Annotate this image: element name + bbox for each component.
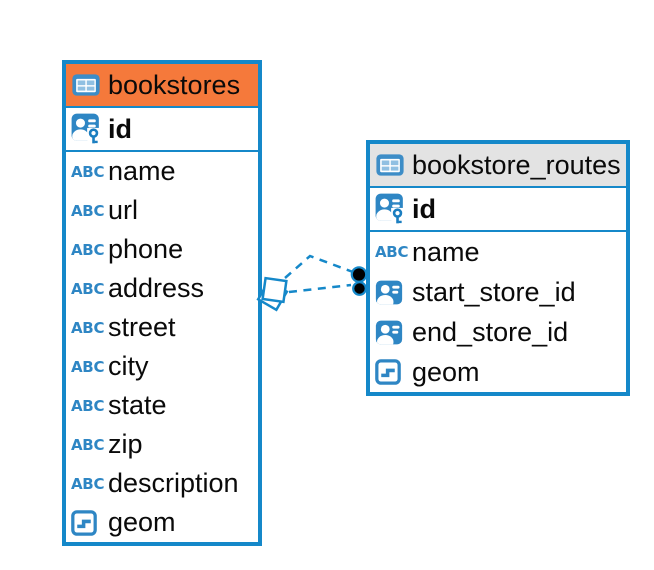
column-row-address[interactable]: ABC address <box>66 269 258 308</box>
column-name: street <box>108 312 176 342</box>
relation-endpoint-dot-lower <box>352 281 367 296</box>
column-name: name <box>108 156 176 186</box>
table-bookstore-routes-header[interactable]: bookstore_routes <box>370 144 626 188</box>
text-type-icon: ABC <box>71 201 105 220</box>
column-name: description <box>108 468 239 498</box>
column-name: start_store_id <box>412 276 576 307</box>
primary-key-name: id <box>108 113 132 144</box>
column-row-zip[interactable]: ABC zip <box>66 425 258 464</box>
column-row-city[interactable]: ABC city <box>66 347 258 386</box>
column-row-url[interactable]: ABC url <box>66 191 258 230</box>
column-row-description[interactable]: ABC description <box>66 464 258 503</box>
column-list: ABC name ABC url ABC phone ABC address A… <box>66 152 258 542</box>
column-name: phone <box>108 234 184 264</box>
column-row-geom[interactable]: geom <box>370 352 626 392</box>
column-row-start-store-id[interactable]: start_store_id <box>370 272 626 312</box>
table-title: bookstore_routes <box>412 149 621 180</box>
text-type-icon: ABC <box>71 279 105 298</box>
relation-group[interactable] <box>256 254 368 312</box>
text-type-icon: ABC <box>71 318 105 337</box>
column-row-name[interactable]: ABC name <box>370 232 626 272</box>
column-name: end_store_id <box>412 316 569 347</box>
primary-key-row[interactable]: id <box>370 188 626 232</box>
column-row-geom[interactable]: geom <box>66 503 258 542</box>
table-bookstores-header[interactable]: bookstores <box>66 64 258 108</box>
column-name: name <box>412 236 480 267</box>
column-list: ABC name start_store_id end_store_id geo… <box>370 232 626 392</box>
text-type-icon: ABC <box>375 243 409 261</box>
column-row-street[interactable]: ABC street <box>66 308 258 347</box>
relation-endpoint-dot-upper <box>350 266 368 283</box>
column-row-end-store-id[interactable]: end_store_id <box>370 312 626 352</box>
column-name: geom <box>412 356 480 387</box>
column-name: zip <box>108 429 143 459</box>
relation-line-lower <box>288 283 352 294</box>
column-row-phone[interactable]: ABC phone <box>66 230 258 269</box>
text-type-icon: ABC <box>71 474 105 493</box>
column-name: city <box>108 351 149 381</box>
column-name: geom <box>108 507 176 537</box>
text-type-icon: ABC <box>71 162 105 181</box>
column-name: address <box>108 273 205 303</box>
column-name: url <box>108 195 139 225</box>
primary-key-row[interactable]: id <box>66 108 258 152</box>
table-title: bookstores <box>108 69 241 100</box>
table-bookstores[interactable]: bookstores id ABC name ABC url ABC phone… <box>62 60 262 546</box>
text-type-icon: ABC <box>71 435 105 454</box>
text-type-icon: ABC <box>71 396 105 415</box>
column-row-state[interactable]: ABC state <box>66 386 258 425</box>
text-type-icon: ABC <box>71 240 105 259</box>
column-name: state <box>108 390 167 420</box>
column-row-name[interactable]: ABC name <box>66 152 258 191</box>
relation-diamond-front <box>261 276 288 304</box>
relation-line-upper <box>284 254 354 279</box>
table-bookstore-routes[interactable]: bookstore_routes id ABC name start_store… <box>366 140 630 396</box>
primary-key-name: id <box>412 193 436 224</box>
text-type-icon: ABC <box>71 357 105 376</box>
